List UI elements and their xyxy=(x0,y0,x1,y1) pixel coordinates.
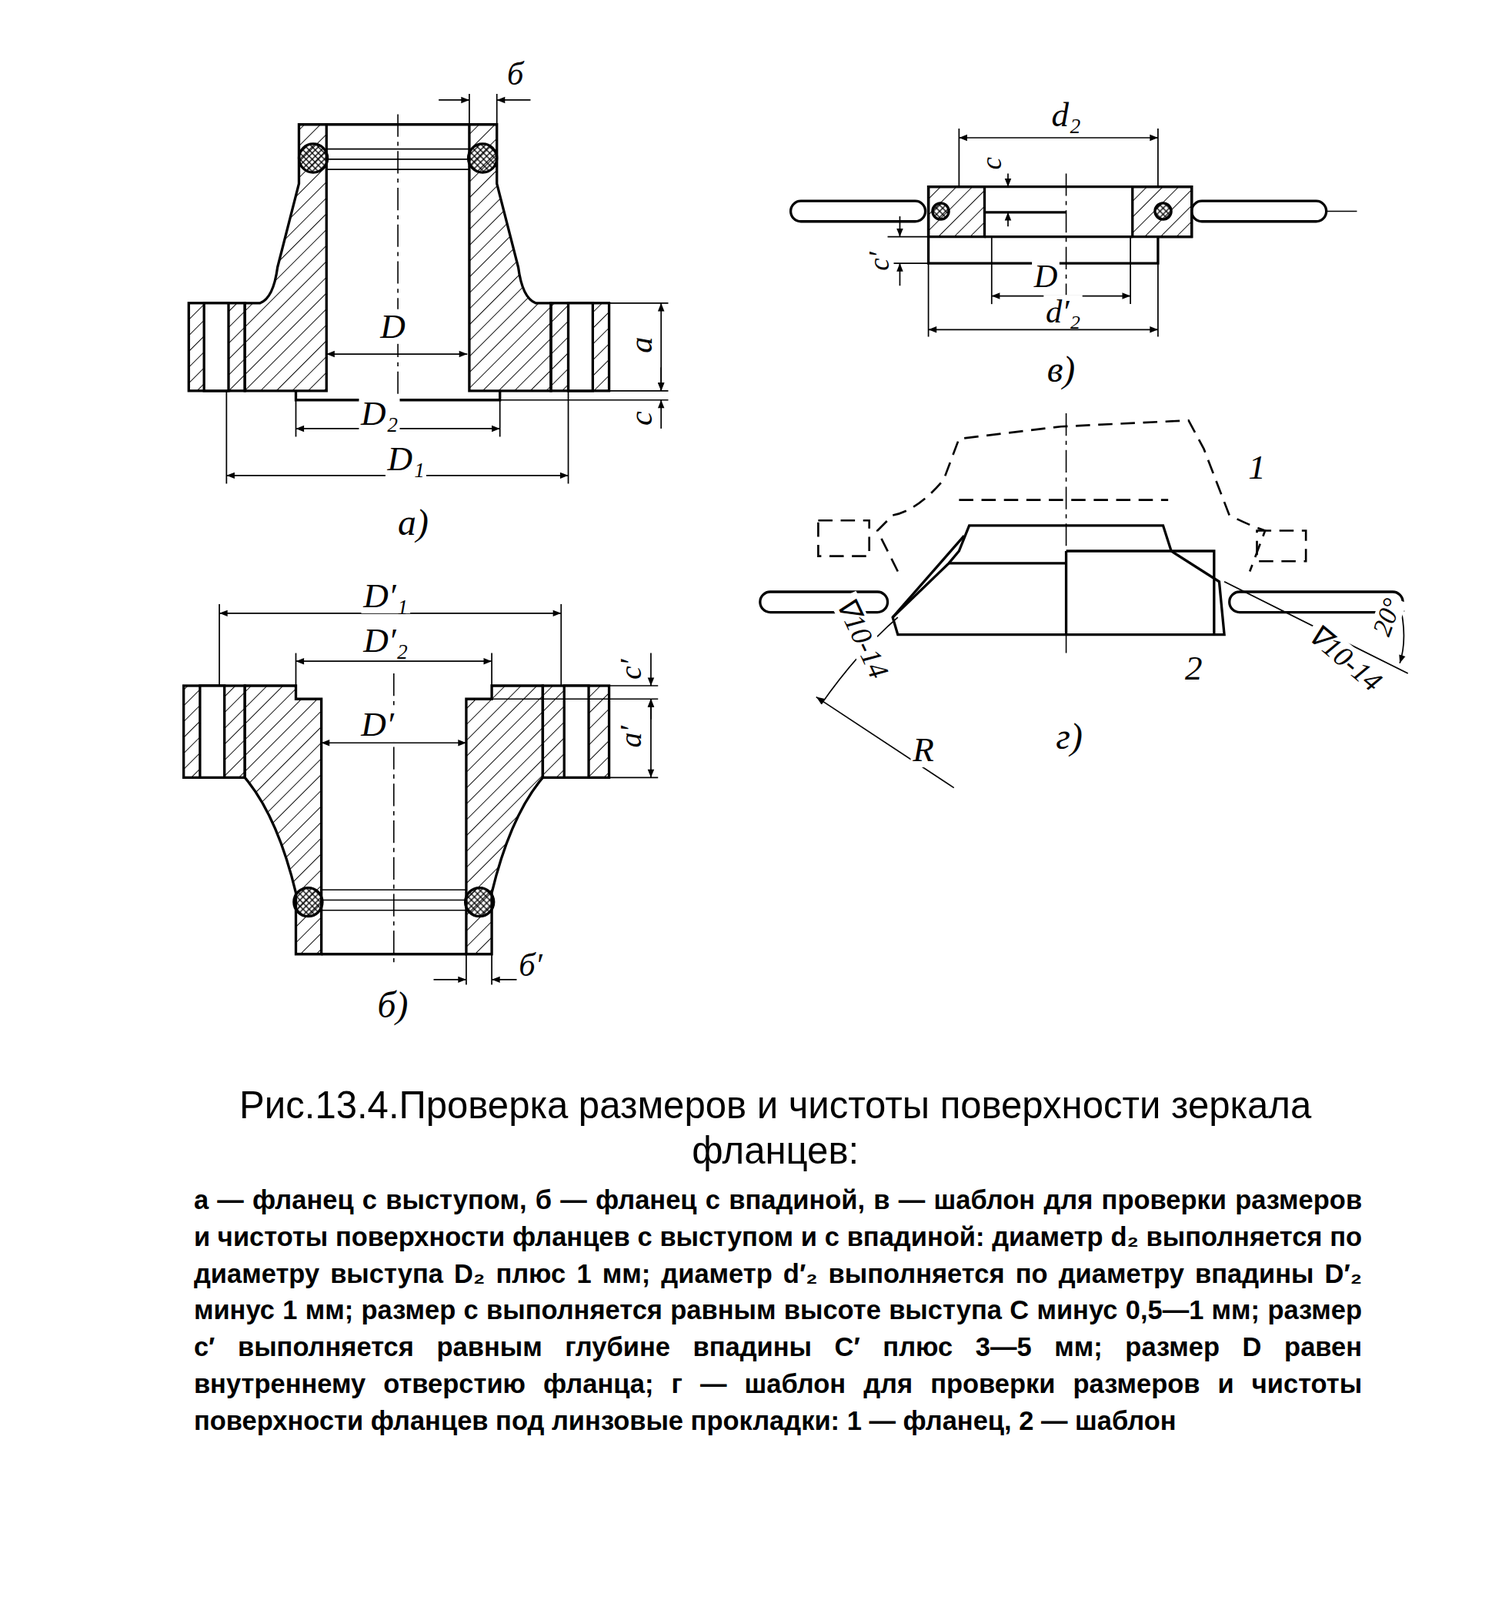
dimension-label: D₁ xyxy=(385,441,428,477)
dimension-label: d₂ xyxy=(1049,97,1084,133)
figure-title: Рис.13.4.Проверка размеров и чистоты пов… xyxy=(173,1083,1378,1174)
dimension-label: 1 xyxy=(1246,450,1269,485)
dimension-label: в) xyxy=(1044,350,1078,388)
dimension-label: 2 xyxy=(1182,650,1205,686)
dimension-label: ∇10-14 xyxy=(830,590,895,685)
dimension-label: D′₂ xyxy=(360,623,410,658)
dimension-label: а) xyxy=(395,504,431,541)
dimension-label: c′ xyxy=(615,657,647,682)
dimension-label: 20° xyxy=(1368,593,1408,641)
dimension-label: a xyxy=(624,334,657,356)
figure-caption: а — фланец с выступом, б — фланец с впад… xyxy=(193,1181,1362,1439)
dimension-label: D xyxy=(378,309,408,344)
dimension-label: R xyxy=(911,732,937,768)
dimension-label: D′₁ xyxy=(360,578,410,614)
dimension-label: г) xyxy=(1054,717,1085,755)
dimension-label: a′ xyxy=(615,723,647,750)
dimension-label: c xyxy=(624,409,657,428)
dimension-label: D′ xyxy=(359,707,397,742)
dimension-label: б′ xyxy=(517,947,545,981)
dimension-label: б xyxy=(504,56,526,90)
dimension-label: c′ xyxy=(864,249,894,273)
dimension-label: D₂ xyxy=(358,395,401,431)
dimension-label: c xyxy=(977,154,1006,172)
dimension-label: б) xyxy=(375,986,411,1024)
dimension-label: D xyxy=(1031,259,1060,292)
dimension-label: d′₂ xyxy=(1043,294,1083,328)
